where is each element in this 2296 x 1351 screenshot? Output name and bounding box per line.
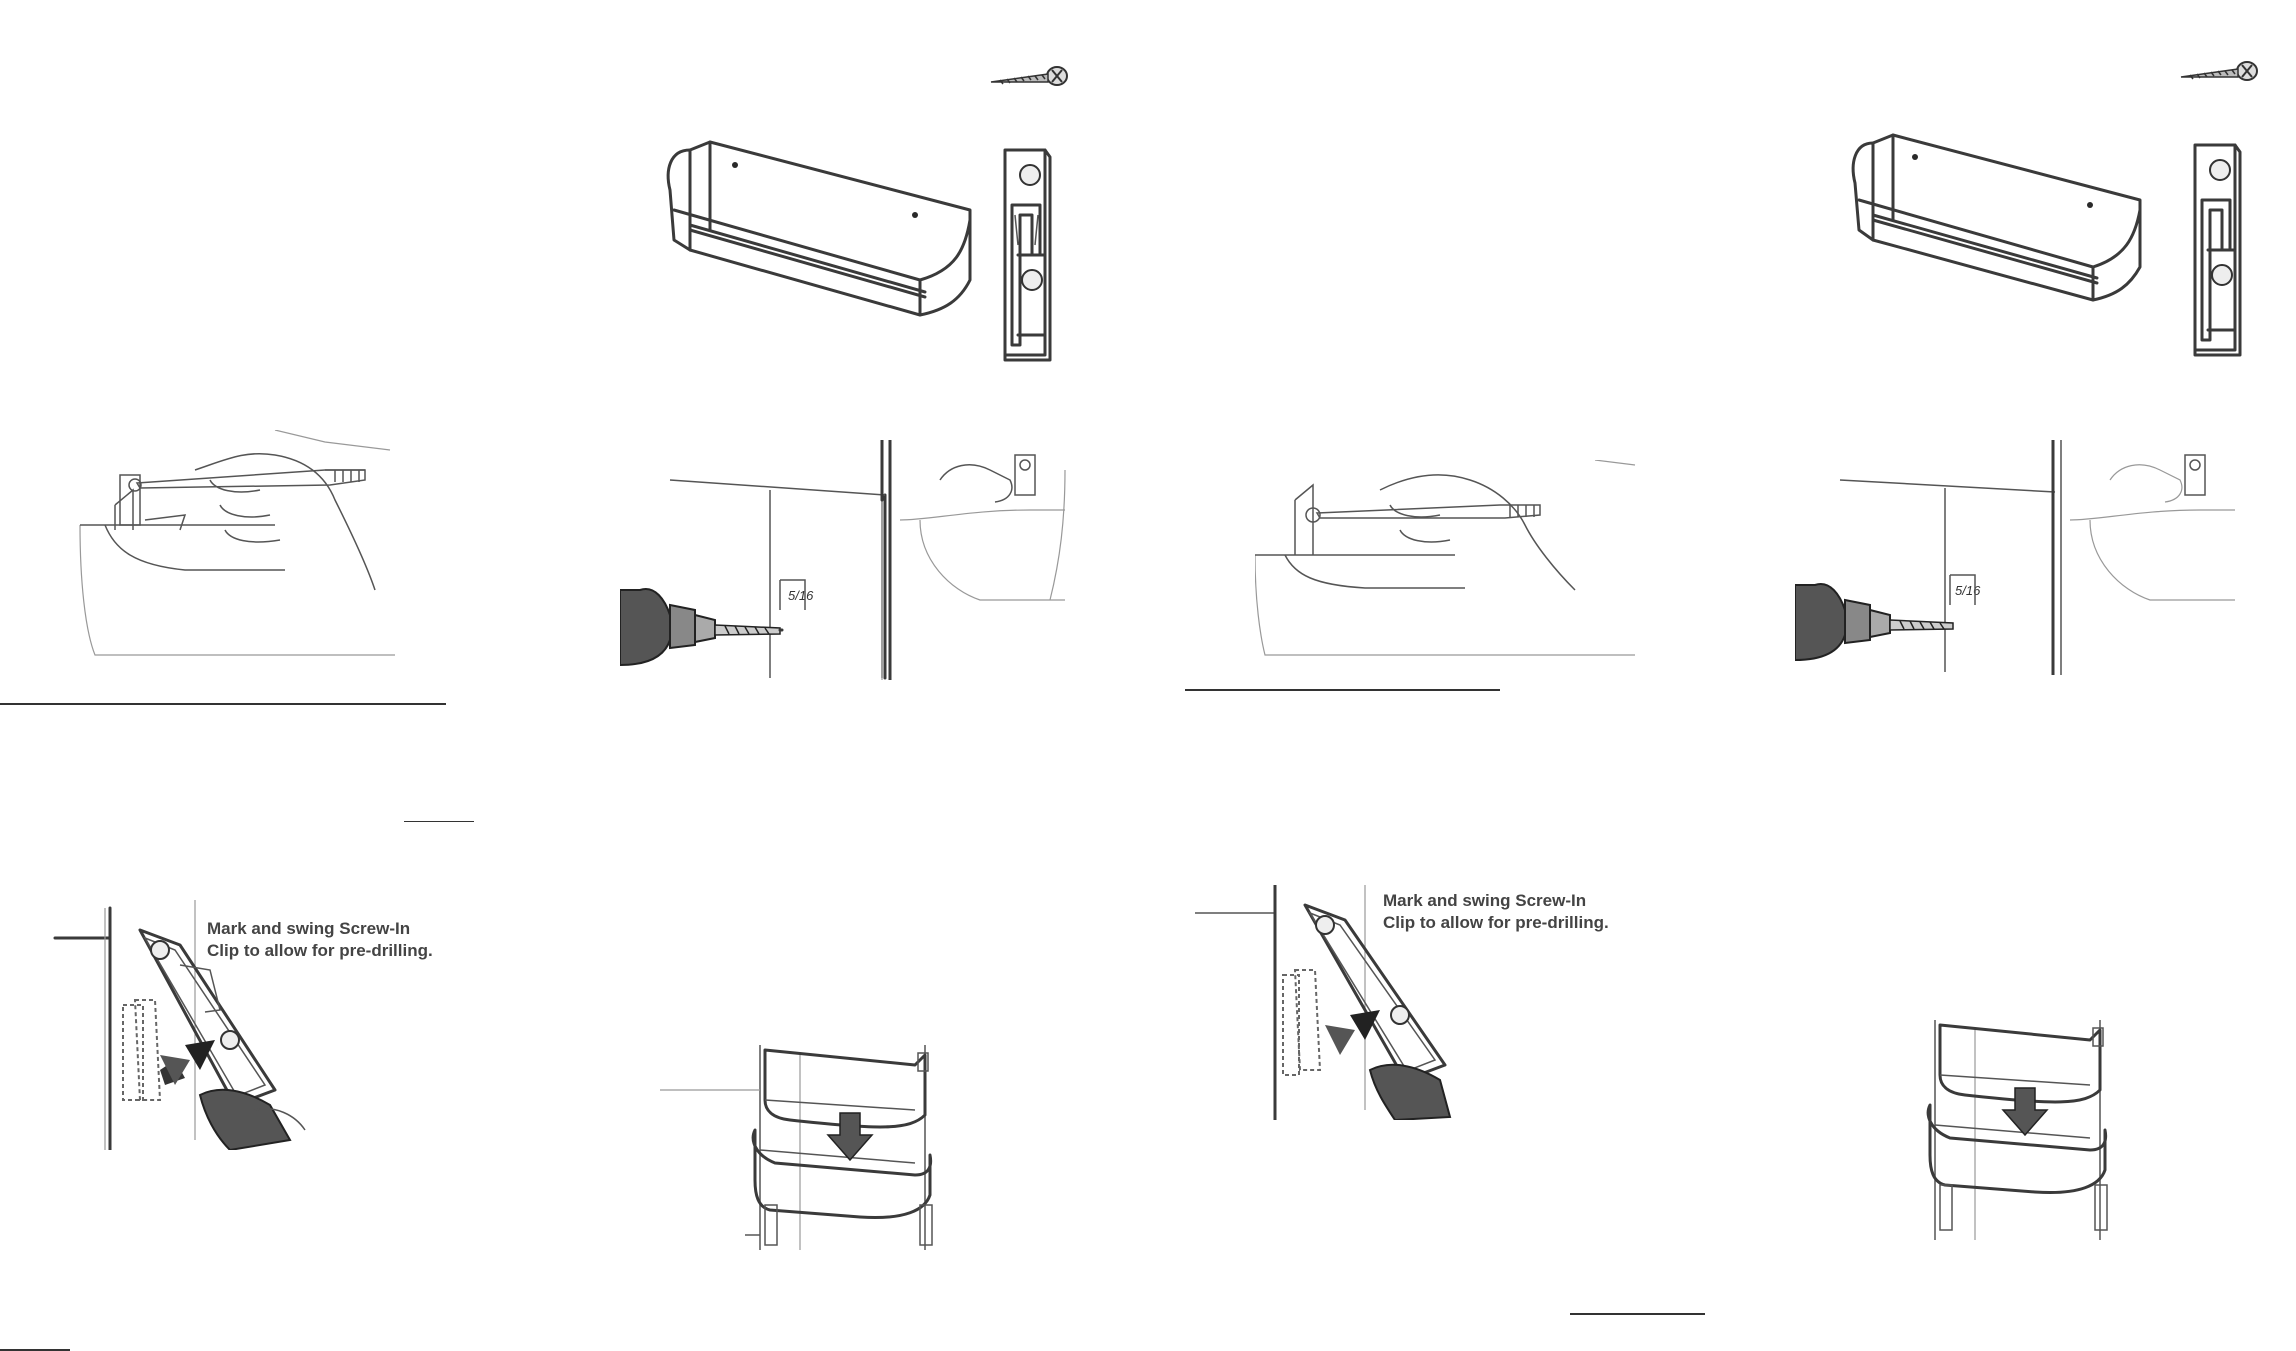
- drill-size-label: 5/16: [788, 588, 814, 603]
- drill-size-label-right: 5/16: [1955, 583, 1981, 598]
- spice-rack-shelf-icon: [660, 130, 980, 320]
- shelves-on-door-icon-right: [1840, 1020, 2235, 1240]
- swing-clip-drilling-icon-right: [1195, 885, 1495, 1120]
- shelves-on-door-icon: [660, 1045, 1060, 1250]
- mark-and-swing-callout-right: Mark and swing Screw-In Clip to allow fo…: [1383, 891, 1609, 932]
- section-divider: [0, 703, 446, 705]
- screw-icon: [985, 60, 1075, 100]
- screw-in-clip-icon-right: [2180, 140, 2260, 360]
- mark-and-swing-callout: Mark and swing Screw-In Clip to allow fo…: [207, 919, 433, 960]
- pencil-marking-icon: [75, 430, 465, 660]
- bottom-divider: [0, 1349, 70, 1351]
- spice-rack-shelf-icon-right: [1845, 125, 2150, 305]
- drill-icon-right: 5/16: [1795, 440, 2240, 675]
- screw-in-clip-icon: [990, 145, 1070, 365]
- drill-icon: 5/16: [620, 440, 1070, 680]
- pencil-marking-icon-right: [1255, 460, 1645, 660]
- section-divider-right: [1185, 689, 1500, 691]
- short-divider: [404, 821, 474, 822]
- swing-clip-drilling-icon: [15, 900, 325, 1150]
- short-divider-right: [1570, 1313, 1705, 1315]
- screw-icon-right: [2175, 55, 2265, 95]
